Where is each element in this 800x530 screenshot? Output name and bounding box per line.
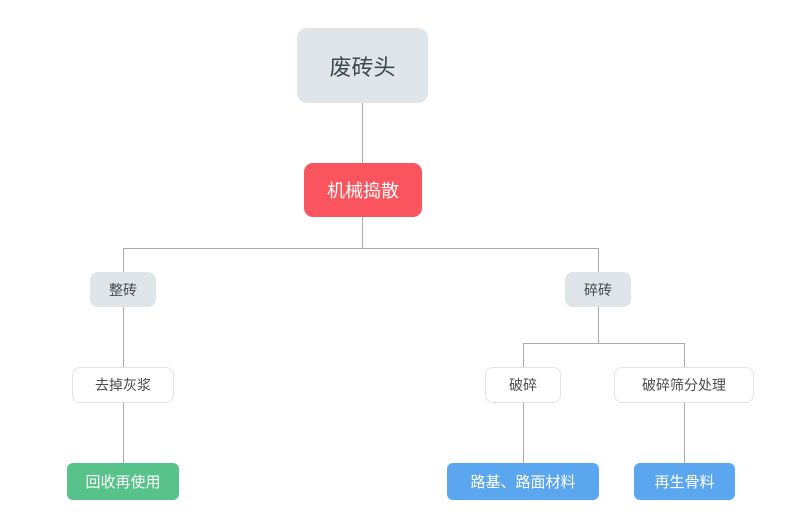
node-crush: 破碎	[485, 367, 561, 403]
connector-whole-brick-remove-mortar	[123, 307, 124, 367]
node-recycled-aggregate: 再生骨料	[634, 463, 735, 500]
node-waste-brick: 废砖头	[297, 28, 428, 103]
node-mechanical-break: 机械捣散	[304, 163, 422, 217]
node-crush-screen: 破碎筛分处理	[614, 367, 754, 403]
connector-root-process	[362, 103, 363, 163]
connector-branch-bottom	[523, 343, 684, 344]
connector-crush-road-material	[523, 403, 524, 463]
connector-remove-mortar-recycle	[123, 403, 124, 463]
connector-broken-brick-branch	[598, 307, 599, 343]
connector-process-branch	[362, 217, 363, 248]
node-whole-brick: 整砖	[90, 272, 156, 307]
connector-branch-crush	[523, 343, 524, 367]
connector-branch-crush-screen	[684, 343, 685, 367]
connector-branch-broken-brick	[598, 248, 599, 272]
connector-branch-whole-brick	[123, 248, 124, 272]
node-road-material: 路基、路面材料	[447, 463, 599, 500]
node-recycle-reuse: 回收再使用	[67, 463, 179, 500]
connector-crush-screen-aggregate	[684, 403, 685, 463]
node-broken-brick: 碎砖	[565, 272, 631, 307]
connector-branch-top	[123, 248, 599, 249]
node-remove-mortar: 去掉灰浆	[72, 367, 174, 403]
